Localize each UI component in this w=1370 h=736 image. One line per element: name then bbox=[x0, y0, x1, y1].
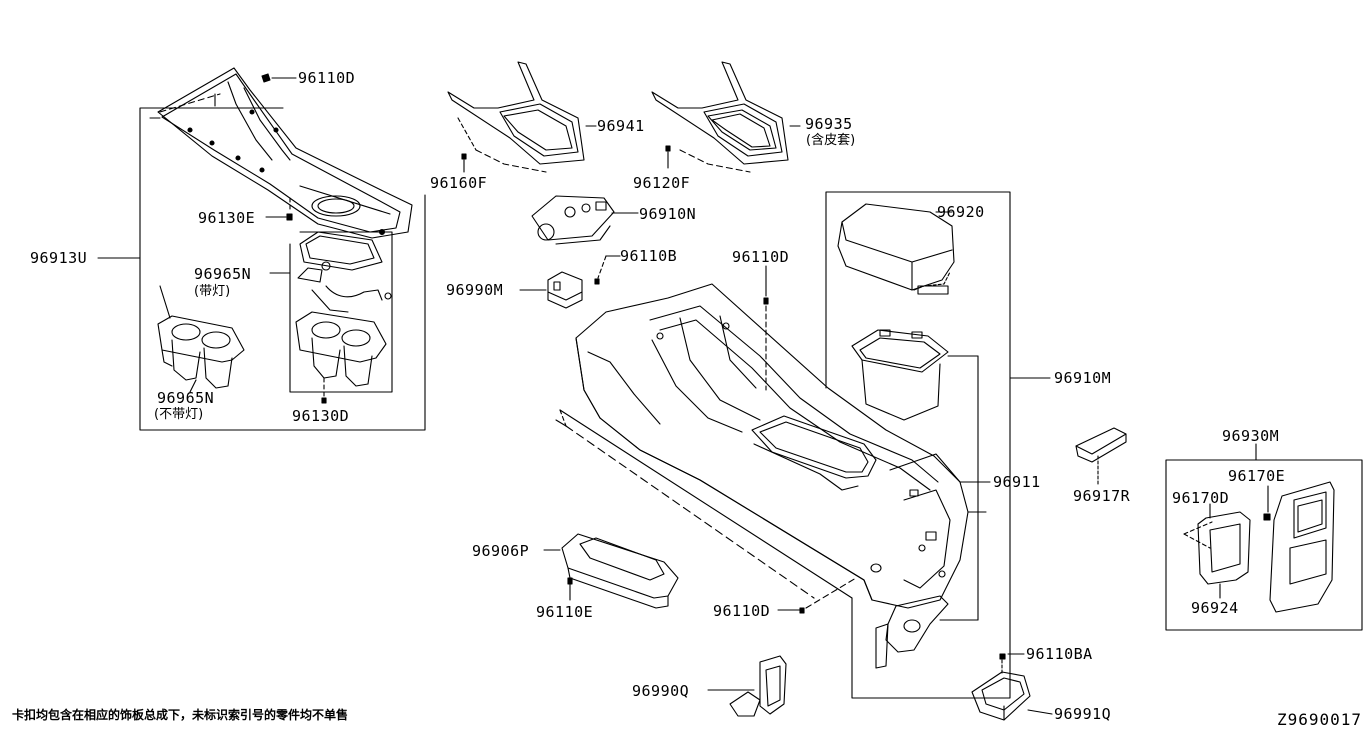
label-96906P: 96906P bbox=[472, 542, 530, 560]
label-96170E: 96170E bbox=[1228, 467, 1286, 485]
rear-cover-96930M bbox=[1184, 482, 1334, 612]
group-96930M-box bbox=[1166, 444, 1362, 630]
label-96917R: 96917R bbox=[1073, 487, 1131, 505]
label-96965N-nolight: 96965N bbox=[157, 389, 215, 407]
console-finisher-part bbox=[150, 68, 412, 238]
leader-lines bbox=[160, 286, 196, 392]
label-96965N-nolight-note: (不带灯) bbox=[154, 407, 204, 422]
switch-panel-96910N bbox=[532, 196, 638, 244]
label-96110D-top: 96110D bbox=[298, 69, 356, 87]
label-96160F: 96160F bbox=[430, 174, 488, 192]
clip-96110D-mid bbox=[764, 266, 768, 390]
cupholder-nolight-part bbox=[158, 316, 244, 388]
label-96990M: 96990M bbox=[446, 281, 504, 299]
label-96930M: 96930M bbox=[1222, 427, 1280, 445]
clip-96110D-top bbox=[262, 74, 296, 82]
label-96911: 96911 bbox=[993, 473, 1041, 491]
footnote: 卡扣均包含在相应的饰板总成下，未标识索引号的零件均不单售 bbox=[12, 708, 349, 722]
storage-box bbox=[852, 330, 978, 620]
group-96913U-box bbox=[98, 108, 425, 430]
label-96910N: 96910N bbox=[639, 205, 697, 223]
label-96990Q: 96990Q bbox=[632, 682, 690, 700]
clip-96130E bbox=[266, 198, 292, 220]
group-96910M-box bbox=[826, 192, 1050, 698]
label-96991Q: 96991Q bbox=[1054, 705, 1112, 723]
label-96965N-light-note: (带灯) bbox=[194, 284, 231, 299]
clip-96110D-low bbox=[778, 578, 856, 613]
label-96120F: 96120F bbox=[633, 174, 691, 192]
label-96965N-light: 96965N bbox=[194, 265, 252, 283]
armrest-lid-96920 bbox=[838, 204, 954, 294]
cupholder-light-part bbox=[296, 232, 391, 403]
bracket-96990Q bbox=[708, 656, 786, 716]
part-96917R bbox=[1076, 428, 1126, 486]
rear-bracket bbox=[876, 596, 948, 668]
cupholder-light-box bbox=[270, 232, 392, 392]
label-96110BA: 96110BA bbox=[1026, 645, 1093, 663]
tray-96906P bbox=[544, 534, 678, 608]
label-96924: 96924 bbox=[1191, 599, 1239, 617]
label-96935: 96935 bbox=[805, 115, 853, 133]
label-96130E: 96130E bbox=[198, 209, 256, 227]
label-96130D: 96130D bbox=[292, 407, 350, 425]
shifter-finisher-96935 bbox=[652, 62, 800, 172]
label-96920: 96920 bbox=[937, 203, 985, 221]
diagram-code: Z9690017 bbox=[1276, 710, 1362, 729]
label-96110D-low: 96110D bbox=[713, 602, 771, 620]
label-96110E: 96110E bbox=[536, 603, 594, 621]
label-96110D-mid: 96110D bbox=[732, 248, 790, 266]
shifter-finisher-96941 bbox=[448, 62, 596, 172]
label-96935-note: (含皮套) bbox=[806, 133, 856, 148]
label-96110B: 96110B bbox=[620, 247, 678, 265]
label-96941: 96941 bbox=[597, 117, 645, 135]
label-96913U: 96913U bbox=[30, 249, 88, 267]
bracket-96990M bbox=[520, 272, 582, 308]
bracket-96991Q bbox=[972, 654, 1052, 720]
label-96170D: 96170D bbox=[1172, 489, 1230, 507]
label-96910M: 96910M bbox=[1054, 369, 1112, 387]
main-console-96911 bbox=[556, 284, 990, 608]
clip-96110B bbox=[595, 256, 620, 284]
